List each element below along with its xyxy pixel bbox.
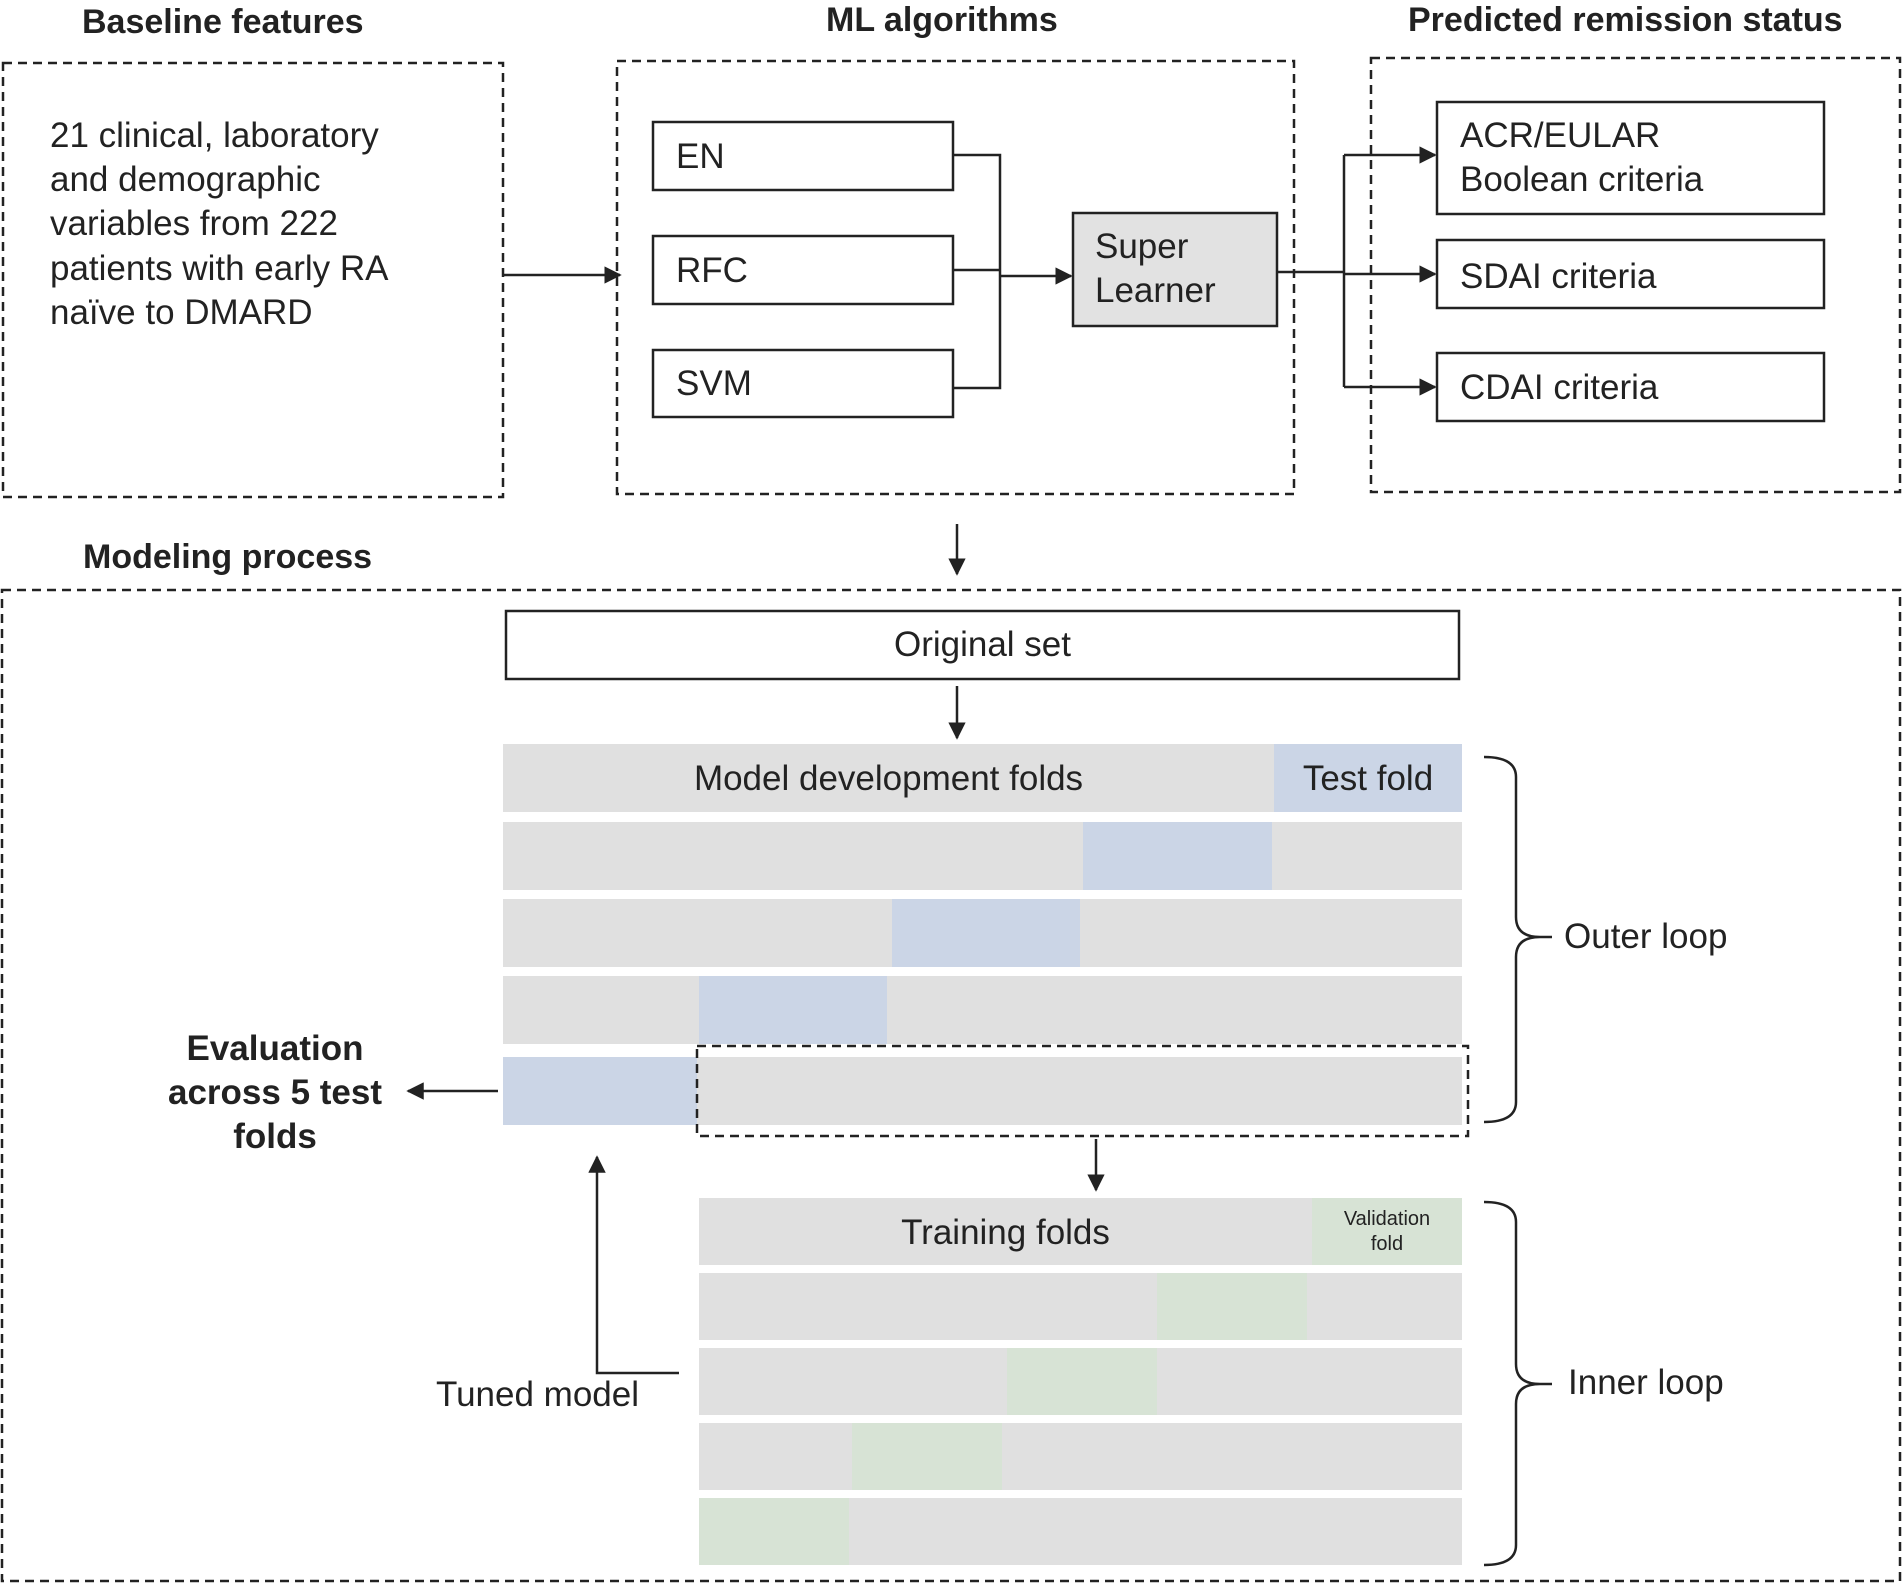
baseline-header: Baseline features xyxy=(82,3,364,41)
predicted-header: Predicted remission status xyxy=(1408,1,1843,39)
inner-validation-fold-1 xyxy=(1312,1198,1462,1265)
outer-test-fold-4 xyxy=(699,976,887,1044)
acr-label-1: ACR/EULAR xyxy=(1460,116,1661,155)
inner-loop-brace xyxy=(1483,1200,1541,1567)
training-folds-label: Training folds xyxy=(901,1213,1110,1252)
inner-validation-fold-5 xyxy=(699,1498,849,1565)
modeling-panel xyxy=(0,588,1902,1583)
baseline-line-2: and demographic xyxy=(50,160,321,199)
tuned-model-line xyxy=(588,1155,679,1375)
super-learner-label-1: Super xyxy=(1095,227,1189,266)
baseline-line-4: patients with early RA xyxy=(50,249,389,288)
original-set-box xyxy=(504,609,1461,681)
baseline-panel xyxy=(1,61,505,499)
svm-label: SVM xyxy=(676,364,752,403)
outer-fold-row-2 xyxy=(503,822,1462,890)
inner-validation-fold-4 xyxy=(852,1423,1002,1490)
outer-loop-label: Outer loop xyxy=(1564,917,1728,956)
inner-loop-label: Inner loop xyxy=(1568,1363,1724,1402)
rfc-label: RFC xyxy=(676,251,748,290)
evaluation-label-2: across 5 test xyxy=(167,1073,383,1112)
outer-fold-row-4 xyxy=(503,976,1462,1044)
validation-fold-label-1: Validation xyxy=(1343,1208,1431,1230)
outer-test-fold-5 xyxy=(503,1057,697,1125)
acr-box xyxy=(1435,100,1826,216)
inner-fold-row-2 xyxy=(699,1273,1462,1340)
cdai-box xyxy=(1435,351,1826,423)
outer-test-fold-2 xyxy=(1083,822,1272,890)
baseline-line-3: variables from 222 xyxy=(50,204,338,243)
model-dev-folds-label: Model development folds xyxy=(693,759,1084,798)
super-learner-box xyxy=(1071,211,1279,328)
validation-fold-label-2: fold xyxy=(1370,1233,1404,1255)
inner-selection-box xyxy=(695,1044,1470,1138)
inner-fold-row-4 xyxy=(699,1423,1462,1490)
en-label: EN xyxy=(676,137,725,176)
acr-label-2: Boolean criteria xyxy=(1460,160,1704,199)
test-fold-label: Test fold xyxy=(1302,759,1434,798)
outer-loop-brace xyxy=(1483,755,1541,1124)
sdai-label: SDAI criteria xyxy=(1460,257,1657,296)
evaluation-label-3: folds xyxy=(233,1117,317,1156)
svm-box xyxy=(651,348,955,419)
original-set-label: Original set xyxy=(893,625,1072,664)
super-learner-label-2: Learner xyxy=(1095,271,1216,310)
modeling-header: Modeling process xyxy=(83,538,373,576)
algorithms-merge-line xyxy=(953,153,1002,390)
inner-validation-fold-2 xyxy=(1157,1273,1307,1340)
baseline-line-5: naïve to DMARD xyxy=(50,293,313,332)
rfc-box xyxy=(651,234,955,306)
evaluation-label-1: Evaluation xyxy=(186,1029,364,1068)
inner-validation-fold-3 xyxy=(1007,1348,1157,1415)
outer-test-fold-1 xyxy=(1274,744,1462,812)
cdai-label: CDAI criteria xyxy=(1460,368,1659,407)
tuned-model-label: Tuned model xyxy=(436,1375,639,1414)
sdai-box xyxy=(1435,238,1826,310)
ml-header: ML algorithms xyxy=(826,1,1058,39)
baseline-line-1: 21 clinical, laboratory xyxy=(50,116,379,155)
outer-test-fold-3 xyxy=(892,899,1080,967)
